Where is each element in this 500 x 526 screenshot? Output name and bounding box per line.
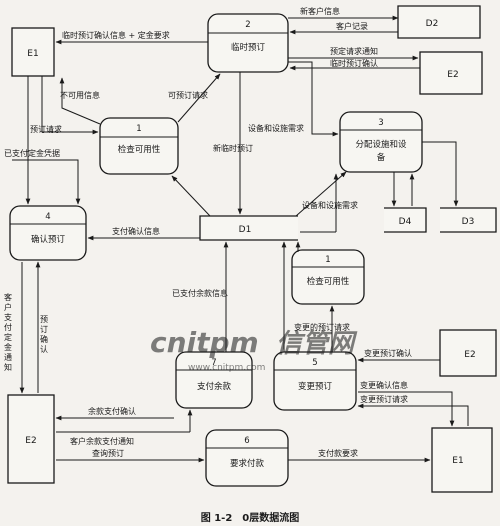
- caption: 图 1-2 0层数据流图: [201, 511, 300, 524]
- flow-changed-booking-request: 变更的预订请求: [294, 322, 350, 332]
- process-1a-name: 检查可用性: [118, 144, 161, 155]
- flow-new-customer-info: 新客户信息: [300, 6, 340, 16]
- entity-e1-bottom-right-label: E1: [452, 456, 463, 466]
- flow-change-confirm: 变更预订确认: [364, 348, 412, 358]
- process-3-number: 3: [378, 118, 383, 128]
- process-1a: 1 检查可用性: [99, 117, 179, 175]
- flow-customer-balance-notice: 客户余款支付通知: [70, 436, 134, 446]
- flow-new-temp-booking: 新临时预订: [213, 143, 253, 153]
- flow-balance-payment-confirm: 余款支付确认: [88, 406, 136, 416]
- flow-vertical-left: 客户支付定金通知: [4, 292, 12, 372]
- flow-labels: 新客户信息 客户记录 临时预订确认信息 + 定金要求 预定请求通知 临时预订确认…: [4, 6, 412, 458]
- process-5: 5 变更预订: [273, 351, 357, 411]
- entity-e2-mid-right: E2: [439, 329, 497, 377]
- entity-e2-bottom-left: E2: [7, 394, 55, 484]
- entity-e2-right: E2: [419, 51, 483, 95]
- flow-bookable-request: 可预订请求: [168, 90, 208, 100]
- process-1b-number: 1: [325, 255, 330, 265]
- flow-temp-confirm: 临时预订确认: [330, 58, 378, 68]
- flow-deposit-paid-voucher: 已支付定金凭据: [4, 148, 60, 158]
- flow-vertical-right: 预订确认: [40, 314, 48, 354]
- process-2-name: 临时预订: [231, 42, 266, 53]
- process-1a-number: 1: [136, 124, 141, 134]
- datastore-d3-label: D3: [462, 217, 475, 227]
- entity-e1-bottom-right: E1: [431, 427, 493, 493]
- entity-e2-mid-right-label: E2: [464, 350, 475, 360]
- process-7: 7 支付余款: [175, 351, 253, 409]
- process-4-name: 确认预订: [31, 234, 66, 245]
- flow-customer-record: 客户记录: [336, 21, 368, 31]
- process-7-name: 支付余款: [197, 381, 232, 392]
- flow-balance-paid-info: 已支付余款信息: [172, 288, 228, 298]
- datastore-d2: D2: [397, 5, 481, 39]
- entity-e2-bottom-left-label: E2: [25, 436, 36, 446]
- watermark: cnitpm 信管网 www.cnitpm.com: [150, 326, 358, 373]
- flow-booking-request: 预订请求: [30, 124, 62, 134]
- flow-change-confirm-info: 变更确认信息: [360, 380, 408, 390]
- datastore-d4: D4: [384, 207, 427, 233]
- process-2: 2 临时预订: [207, 13, 289, 73]
- process-7-number: 7: [211, 358, 216, 368]
- process-6: 6 要求付款: [205, 429, 289, 487]
- entity-e1-top: E1: [11, 27, 55, 77]
- flow-lines: [12, 15, 469, 463]
- flow-facility-demand-top: 设备和设施需求: [248, 123, 304, 133]
- flow-facility-demand-mid: 设备和设施需求: [302, 200, 358, 210]
- process-6-name: 要求付款: [230, 458, 265, 469]
- datastore-d3: D3: [440, 207, 497, 233]
- flow-query-booking: 查询预订: [92, 448, 124, 458]
- datastore-d1-label: D1: [239, 225, 252, 235]
- watermark-url: www.cnitpm.com: [188, 363, 265, 373]
- process-3: 3 分配设施和设 备: [339, 111, 423, 173]
- process-4: 4 确认预订: [9, 205, 87, 261]
- flow-unavailable-info: 不可用信息: [60, 90, 100, 100]
- process-3-name-1: 分配设施和设: [355, 139, 407, 150]
- watermark-cn: 信管网: [276, 329, 358, 359]
- flow-payment-request: 支付款要求: [318, 448, 358, 458]
- process-4-number: 4: [45, 212, 50, 222]
- flow-payment-confirm-info: 支付确认信息: [112, 226, 160, 236]
- process-6-number: 6: [244, 436, 249, 446]
- process-1b: 1 检查可用性: [291, 249, 365, 305]
- datastore-d4-label: D4: [399, 217, 412, 227]
- process-5-name: 变更预订: [298, 381, 333, 392]
- flow-change-request: 变更预订请求: [360, 394, 408, 404]
- process-5-number: 5: [312, 358, 317, 368]
- flow-temp-confirm-deposit: 临时预订确认信息 + 定金要求: [62, 30, 170, 40]
- watermark-brand: cnitpm: [150, 326, 259, 359]
- process-1b-name: 检查可用性: [307, 276, 350, 287]
- datastore-d1: D1: [199, 215, 298, 241]
- entity-e1-top-label: E1: [27, 49, 38, 59]
- datastore-d2-label: D2: [426, 19, 439, 29]
- entity-e2-right-label: E2: [447, 70, 458, 80]
- process-2-number: 2: [245, 20, 250, 30]
- flow-prebook-notice: 预定请求通知: [330, 46, 378, 56]
- process-3-name-2: 备: [377, 152, 386, 163]
